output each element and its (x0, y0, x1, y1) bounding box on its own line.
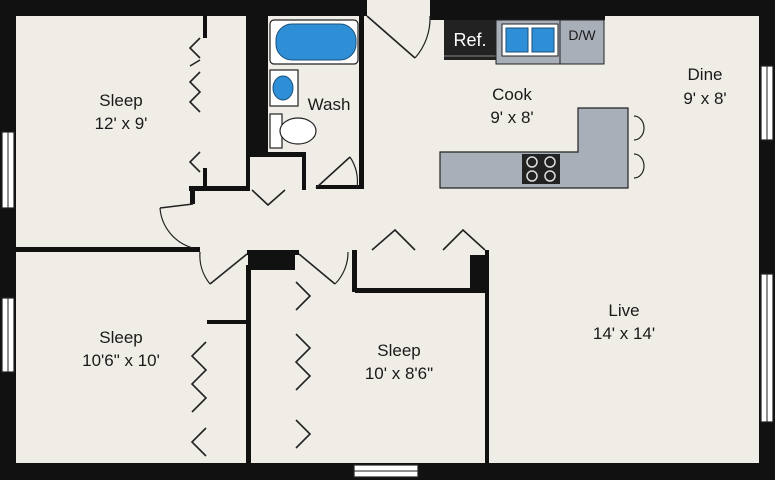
refrigerator-label: Ref. (453, 30, 486, 50)
bathroom-fixtures (269, 19, 359, 149)
room-size-sleep-top-left: 12' x 9' (95, 114, 148, 133)
sink-basin (272, 75, 294, 101)
bar-stool (633, 153, 645, 179)
room-name-live: Live (608, 301, 639, 320)
toilet-bowl (279, 117, 317, 145)
bar-stool (633, 115, 645, 141)
room-size-cook: 9' x 8' (490, 108, 533, 127)
room-name-sleep-top-left: Sleep (99, 91, 142, 110)
room-size-dine: 9' x 8' (683, 89, 726, 108)
closet-doors (188, 37, 486, 457)
room-size-sleep-bottom-left: 10'6" x 10' (82, 351, 160, 370)
room-size-live: 14' x 14' (593, 324, 655, 343)
room-name-sleep-bottom-left: Sleep (99, 328, 142, 347)
room-name-dine: Dine (688, 65, 723, 84)
room-size-sleep-middle: 10' x 8'6" (365, 364, 433, 383)
windows (1, 65, 774, 478)
doors (159, 15, 431, 285)
room-name-sleep-middle: Sleep (377, 341, 420, 360)
island-counter (439, 107, 629, 189)
dishwasher-label: D/W (568, 27, 596, 43)
bathtub-basin (275, 23, 357, 61)
kitchen (439, 19, 645, 189)
room-name-wash: Wash (308, 95, 351, 114)
room-name-cook: Cook (492, 85, 532, 104)
refrigerator (444, 20, 496, 60)
